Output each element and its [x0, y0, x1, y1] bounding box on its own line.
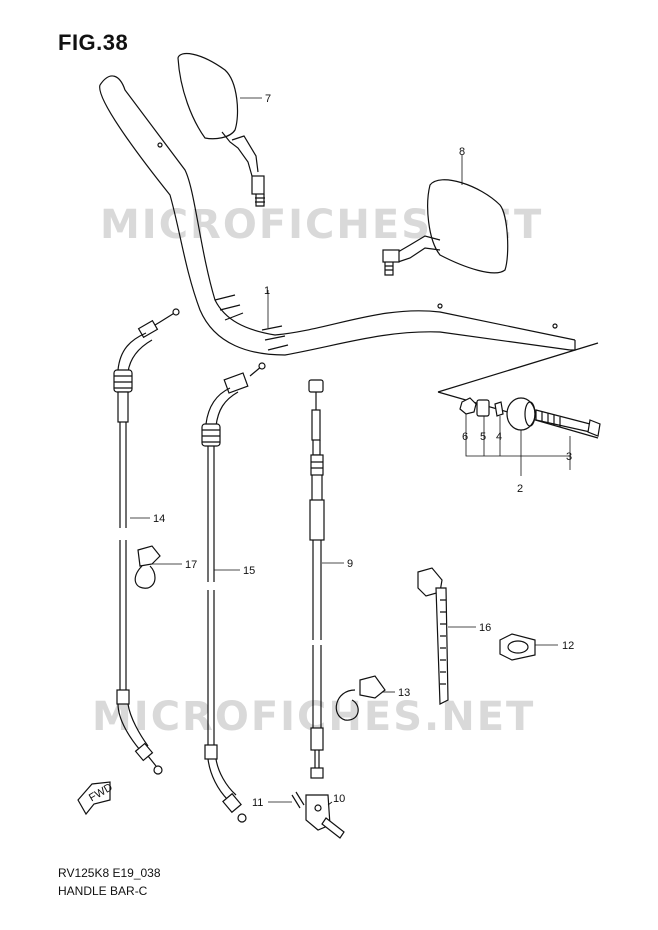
- cable-15-part: [201, 362, 266, 823]
- clamp-17-part: [134, 545, 161, 589]
- balancer-assembly: [437, 342, 601, 476]
- callout-12: 12: [562, 640, 574, 652]
- callout-1: 1: [264, 285, 270, 297]
- fwd-arrow-badge: FWD: [77, 781, 115, 816]
- clutch-cable-part: [291, 379, 345, 839]
- part-group-name: HANDLE BAR-C: [58, 884, 148, 898]
- callout-5: 5: [480, 431, 486, 443]
- leader-lines: [130, 97, 558, 806]
- callout-10: 10: [333, 793, 345, 805]
- throttle-cable-part: [113, 308, 180, 775]
- clamp-13-part: [335, 675, 386, 721]
- callout-16: 16: [479, 622, 491, 634]
- callout-4: 4: [496, 431, 502, 443]
- callout-17: 17: [185, 559, 197, 571]
- callout-7: 7: [265, 93, 271, 105]
- callout-13: 13: [398, 687, 410, 699]
- mirror-left-part: [177, 52, 265, 207]
- callout-2: 2: [517, 483, 523, 495]
- model-code: RV125K8 E19_038: [58, 866, 161, 880]
- callout-15: 15: [243, 565, 255, 577]
- clamp-12-part: [499, 633, 536, 661]
- callout-9: 9: [347, 558, 353, 570]
- callout-6: 6: [462, 431, 468, 443]
- callout-3: 3: [566, 451, 572, 463]
- mirror-right-part: [382, 179, 509, 276]
- handle-bar-part: [99, 75, 576, 356]
- callout-8: 8: [459, 146, 465, 158]
- callout-14: 14: [153, 513, 165, 525]
- callout-11: 11: [252, 797, 263, 809]
- figure-title: FIG.38: [58, 30, 129, 55]
- callout-labels: 1 2 3 4 5 6 7 8 9 10 11 12 13 14 15 16 1…: [153, 93, 574, 809]
- cable-tie-part: [417, 567, 449, 705]
